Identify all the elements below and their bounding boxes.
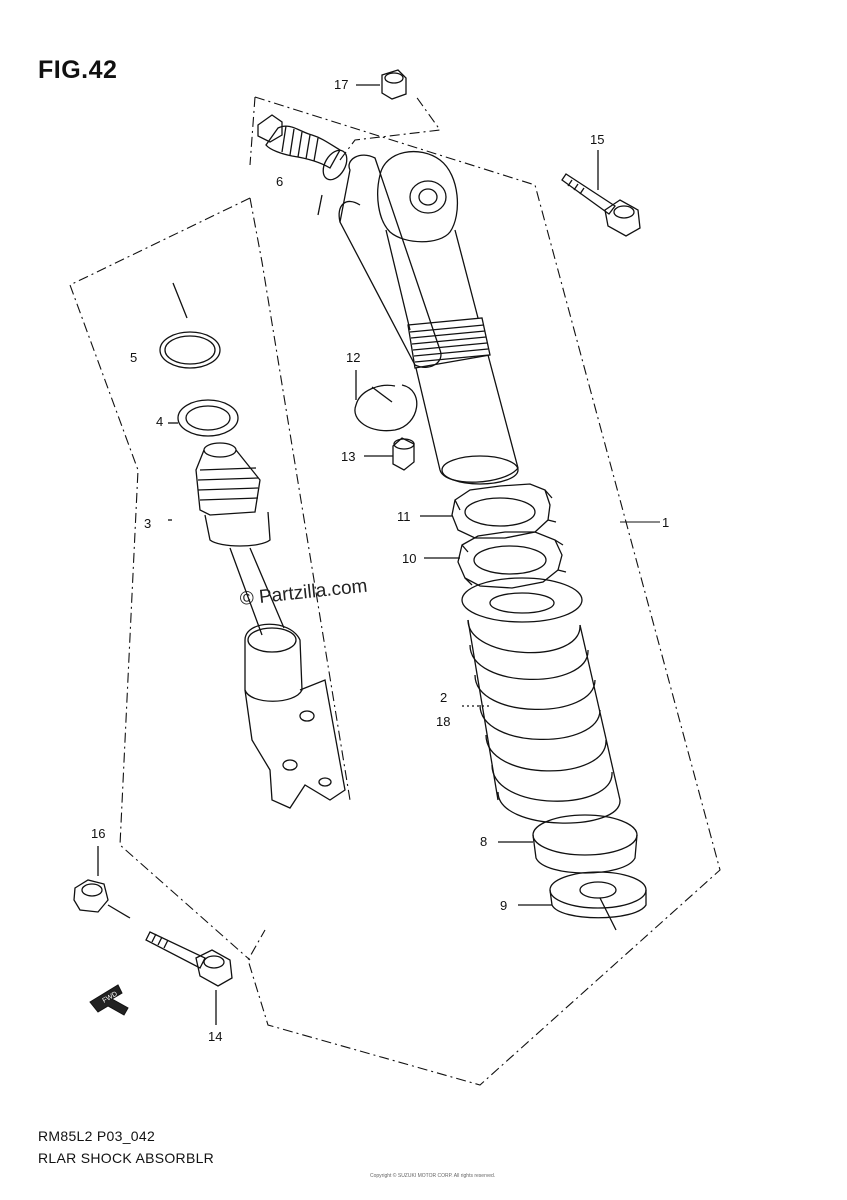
part-1-shock-body (338, 150, 519, 485)
part-12-circlip (354, 370, 418, 432)
callout-3: 3 (144, 516, 151, 531)
part-14-bolt (145, 931, 233, 1025)
callout-2: 2 (440, 690, 447, 705)
part-13-valve-cap (364, 437, 415, 471)
callout-4: 4 (156, 414, 163, 429)
part-9-stopper (518, 871, 647, 931)
callout-5: 5 (130, 350, 137, 365)
section-name: RLAR SHOCK ABSORBLR (38, 1150, 215, 1166)
part-15-bolt (561, 150, 641, 237)
callout-13: 13 (341, 449, 355, 464)
part-4-washer (168, 399, 239, 437)
callout-9: 9 (500, 898, 507, 913)
part-3-rod-assembly (168, 442, 346, 809)
callout-15: 15 (590, 132, 604, 147)
model-code: RM85L2 P03_042 (38, 1128, 156, 1144)
callout-17: 17 (334, 77, 348, 92)
fwd-arrow-icon: FWD (89, 984, 129, 1016)
part-6-fitting (257, 114, 348, 216)
part-17-nut (356, 69, 407, 100)
part-11-lock-nut (420, 483, 557, 539)
callout-14: 14 (208, 1029, 222, 1044)
callout-12: 12 (346, 350, 360, 365)
part-16-nut (73, 846, 131, 919)
callout-18: 18 (436, 714, 450, 729)
callout-16: 16 (91, 826, 105, 841)
part-10-lock-nut (424, 531, 567, 589)
callout-1: 1 (662, 515, 669, 530)
part-2-spring (461, 577, 621, 824)
callout-8: 8 (480, 834, 487, 849)
assembly-outline-dashed (69, 94, 721, 1086)
copyright-note: Copyright © SUZUKI MOTOR CORP. All right… (370, 1173, 496, 1179)
callout-10: 10 (402, 551, 416, 566)
callout-6: 6 (276, 174, 283, 189)
part-5-o-ring (159, 282, 221, 369)
figure-title: FIG.42 (38, 56, 118, 84)
callout-11: 11 (397, 509, 411, 524)
